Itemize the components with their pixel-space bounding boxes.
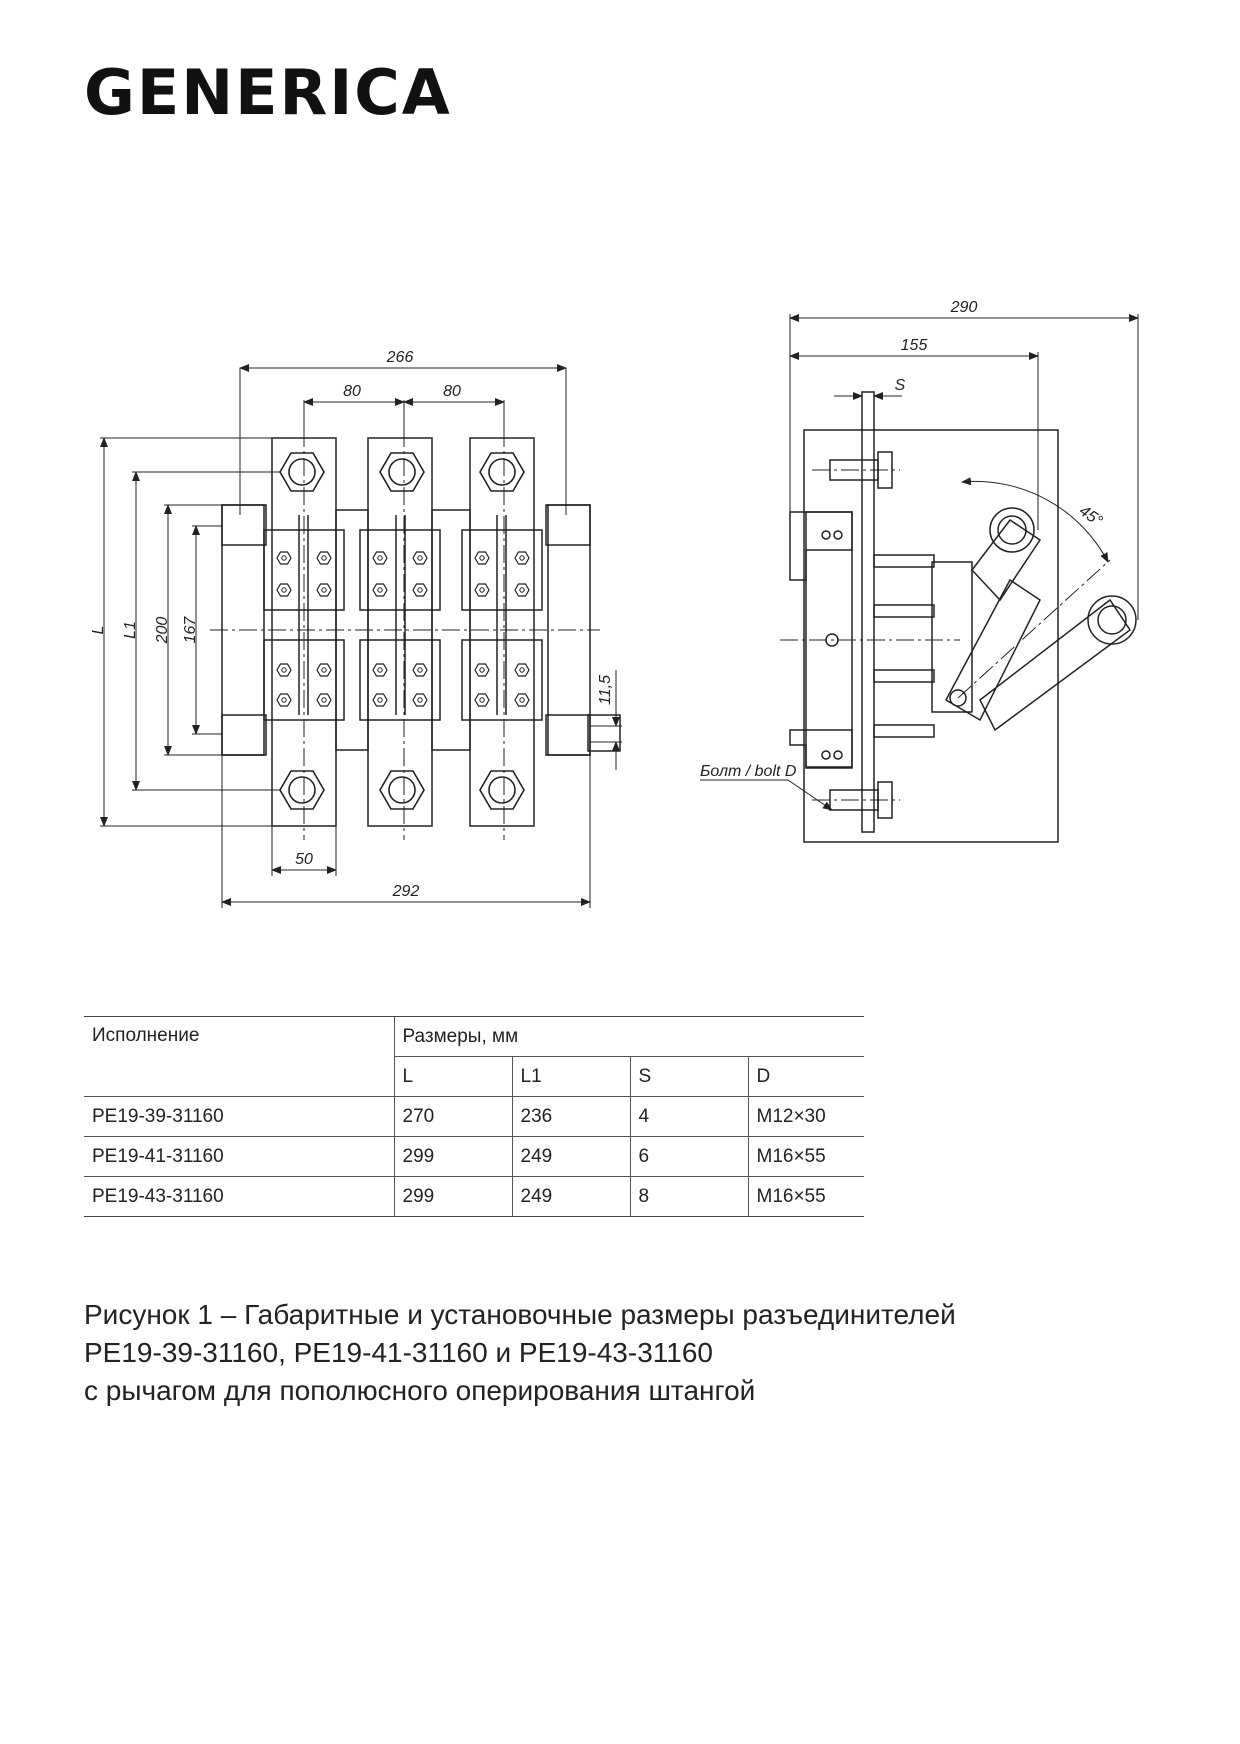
side-view-drawing: 290 155 S 45° Болт / bolt D (700, 299, 1139, 843)
col-S: S (629, 1056, 748, 1097)
cell-D: М16×55 (747, 1136, 864, 1177)
dim-S: S (895, 377, 906, 394)
header-variant: Исполнение (84, 1016, 394, 1097)
dim-L1: L1 (122, 621, 139, 639)
front-dimensions (100, 364, 622, 908)
col-D: D (747, 1056, 864, 1097)
front-dimension-labels: 266 80 80 L L1 200 167 11,5 50 292 (90, 349, 614, 900)
cell-L: 270 (393, 1096, 512, 1137)
pole-3 (461, 437, 543, 827)
cell-S: 8 (629, 1176, 748, 1217)
dim-167: 167 (182, 616, 199, 644)
table-row: РЕ19-39-31160 270 236 4 М12×30 (84, 1096, 864, 1137)
cell-L: 299 (393, 1176, 512, 1217)
header-dimensions: Размеры, мм (393, 1016, 864, 1057)
cell-L1: 236 (511, 1096, 630, 1137)
side-dimension-labels: 290 155 S 45° Болт / bolt D (700, 299, 1106, 780)
table-row: РЕ19-41-31160 299 249 6 М16×55 (84, 1136, 864, 1177)
caption-line-1: Рисунок 1 – Габаритные и установочные ра… (84, 1299, 956, 1330)
cell-variant: РЕ19-43-31160 (84, 1176, 394, 1217)
cell-L: 299 (393, 1136, 512, 1177)
cell-L1: 249 (511, 1176, 630, 1217)
front-view-drawing: 266 80 80 L L1 200 167 11,5 50 292 (90, 349, 622, 908)
col-L1: L1 (511, 1056, 630, 1097)
table-row: РЕ19-43-31160 299 249 8 М16×55 (84, 1176, 864, 1217)
dim-L: L (90, 626, 107, 635)
table-subheader-row: L L1 S D (84, 1056, 864, 1097)
caption-line-3: с рычагом для пополюсного оперирования ш… (84, 1375, 756, 1406)
cell-S: 6 (629, 1136, 748, 1177)
caption-line-2: РЕ19-39-31160, РЕ19-41-31160 и РЕ19-43-3… (84, 1337, 713, 1368)
dim-292: 292 (392, 883, 420, 900)
dimensions-table: Исполнение Размеры, мм L L1 S D РЕ19-39-… (84, 1016, 864, 1217)
figure-caption: Рисунок 1 – Габаритные и установочные ра… (84, 1296, 1084, 1410)
dim-155: 155 (901, 337, 928, 354)
brand-logo: GENERICA (84, 54, 504, 134)
cell-variant: РЕ19-39-31160 (84, 1096, 394, 1137)
dim-80-right: 80 (443, 383, 461, 400)
bolt-label: Болт / bolt D (700, 763, 797, 780)
dim-200: 200 (154, 617, 171, 645)
col-L: L (393, 1056, 512, 1097)
dim-266: 266 (386, 349, 414, 366)
brand-logo-text: GENERICA (84, 56, 452, 129)
cell-S: 4 (629, 1096, 748, 1137)
cell-D: М16×55 (747, 1176, 864, 1217)
dim-11-5: 11,5 (597, 675, 614, 705)
dim-80-left: 80 (343, 383, 361, 400)
dim-45-degree: 45° (1076, 502, 1106, 530)
cell-L1: 249 (511, 1136, 630, 1177)
cell-variant: РЕ19-41-31160 (84, 1136, 394, 1177)
side-dimensions (700, 314, 1139, 811)
dim-290: 290 (950, 299, 978, 316)
dim-50: 50 (295, 851, 313, 868)
cell-D: М12×30 (747, 1096, 864, 1137)
table-header-row: Исполнение Размеры, мм (84, 1016, 864, 1097)
